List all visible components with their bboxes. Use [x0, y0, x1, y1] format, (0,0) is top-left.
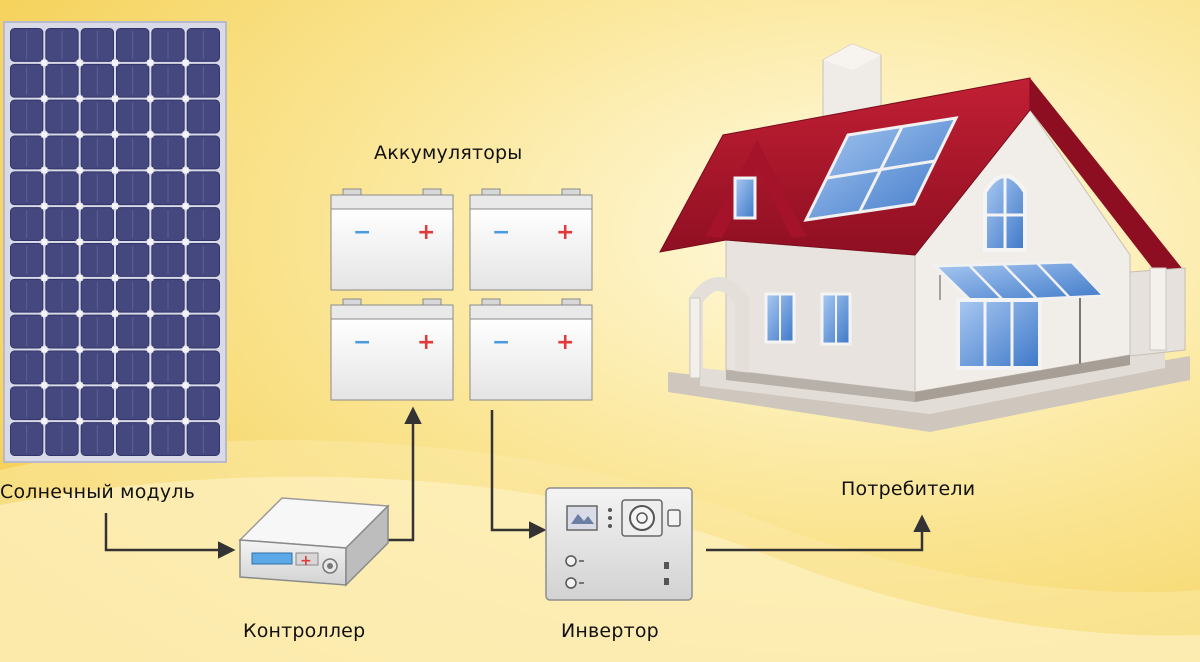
solar-cell-junction — [41, 382, 48, 389]
solar-cell-junction — [147, 239, 154, 245]
solar-cell-junction — [147, 203, 154, 210]
solar-cell-junction — [112, 131, 118, 138]
solar-cell-junction — [76, 59, 83, 66]
solar-cell-junction — [112, 59, 118, 66]
arrow-controller-to-batteries — [388, 406, 422, 542]
battery-icon: −+ — [469, 188, 593, 291]
solar-cell-junction — [182, 167, 189, 174]
solar-cell-junction — [76, 418, 83, 425]
solar-cell-junction — [76, 346, 83, 353]
solar-cell-junction — [112, 382, 118, 389]
solar-cell-junction — [182, 346, 189, 353]
arrow-inverter-to-consumers — [706, 514, 931, 552]
solar-cell-junction — [182, 418, 189, 425]
solar-module-label: Солнечный модуль — [0, 481, 196, 503]
battery-plus-icon: + — [417, 330, 435, 355]
solar-cell-junction — [112, 239, 118, 245]
svg-text:+: + — [300, 553, 312, 569]
solar-cell-junction — [41, 274, 48, 281]
solar-cell-junction — [182, 203, 189, 210]
solar-cell-junction — [41, 346, 48, 353]
solar-cell-junction — [76, 167, 83, 174]
battery-plus-icon: + — [556, 330, 574, 355]
battery-bank: −+−+−+−+ — [330, 188, 593, 401]
flow-arrows — [104, 406, 931, 559]
battery-plus-icon: + — [556, 220, 574, 245]
battery-plus-icon: + — [417, 220, 435, 245]
solar-cell-junction — [112, 167, 118, 174]
solar-cell-junction — [76, 310, 83, 317]
inverter-device-icon — [545, 487, 693, 601]
solar-cell-junction — [76, 239, 83, 245]
house-icon — [659, 43, 1190, 432]
solar-cell-junction — [112, 95, 118, 102]
solar-cell-junction — [147, 382, 154, 389]
solar-cell-junction — [147, 131, 154, 138]
solar-cell-junction — [76, 382, 83, 389]
solar-cell-junction — [112, 418, 118, 425]
battery-icon: −+ — [469, 298, 593, 401]
solar-cell-junction — [76, 274, 83, 281]
solar-cell-junction — [41, 59, 48, 66]
battery-minus-icon: − — [492, 220, 510, 245]
solar-cell-junction — [147, 95, 154, 102]
solar-cell-junction — [112, 274, 118, 281]
solar-cell-junction — [76, 203, 83, 210]
battery-minus-icon: − — [492, 330, 510, 355]
solar-cell-junction — [112, 203, 118, 210]
solar-cell-junction — [147, 167, 154, 174]
solar-cell-junction — [76, 131, 83, 138]
solar-cell-junction — [41, 239, 48, 245]
solar-cell-junction — [182, 310, 189, 317]
solar-cell-junction — [147, 346, 154, 353]
solar-cell-junction — [182, 59, 189, 66]
arrow-panel-to-controller — [104, 513, 236, 559]
solar-cell-junction — [76, 95, 83, 102]
solar-cell-junction — [182, 131, 189, 138]
battery-minus-icon: − — [353, 220, 371, 245]
solar-cell-junction — [147, 418, 154, 425]
arrow-batteries-to-inverter — [490, 410, 547, 539]
battery-icon: −+ — [330, 298, 454, 401]
solar-cell-junction — [147, 274, 154, 281]
controller-device-icon: + — [238, 497, 390, 587]
batteries-label: Аккумуляторы — [374, 142, 523, 164]
solar-cell-junction — [41, 95, 48, 102]
consumers-label: Потребители — [841, 478, 976, 500]
solar-cell-junction — [147, 59, 154, 66]
solar-cell-junction — [41, 418, 48, 425]
solar-cell-junction — [182, 382, 189, 389]
battery-minus-icon: − — [353, 330, 371, 355]
battery-icon: −+ — [330, 188, 454, 291]
solar-cell-junction — [41, 310, 48, 317]
solar-panel-icon — [3, 21, 227, 463]
solar-cell-junction — [41, 167, 48, 174]
solar-cell-junction — [147, 310, 154, 317]
solar-cell-junction — [41, 131, 48, 138]
solar-cell-junction — [112, 310, 118, 317]
solar-cell-junction — [182, 95, 189, 102]
solar-cell-junction — [182, 274, 189, 281]
solar-cell-junction — [112, 346, 118, 353]
controller-label: Контроллер — [243, 620, 366, 642]
solar-cell-junction — [182, 239, 189, 245]
solar-cell-junction — [41, 203, 48, 210]
inverter-label: Инвертор — [561, 620, 659, 642]
